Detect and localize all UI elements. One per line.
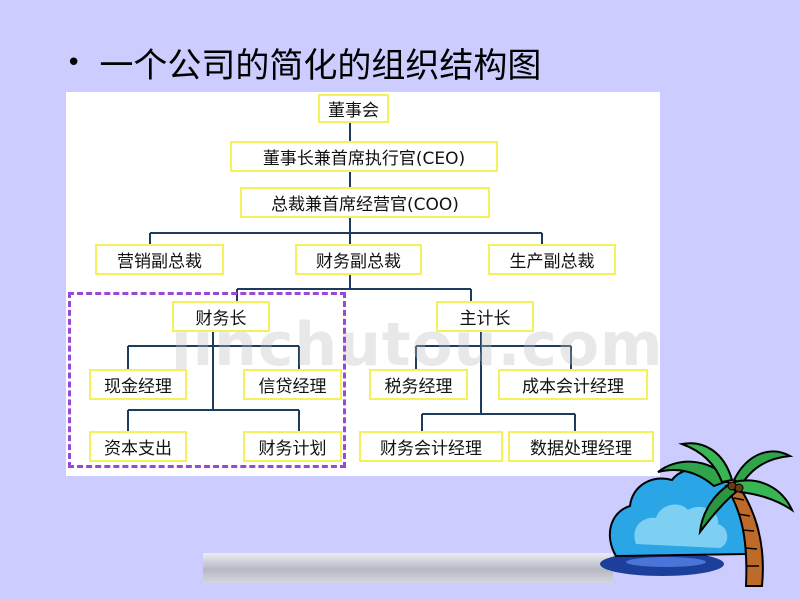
node-ceo: 董事长兼首席执行官(CEO) [230, 141, 498, 172]
slide-title: • 一个公司的简化的组织结构图 [66, 38, 541, 87]
node-coo: 总裁兼首席经营官(COO) [240, 187, 490, 218]
node-financial-planning: 财务计划 [243, 431, 342, 462]
treasurer-group-outline [68, 292, 346, 468]
node-controller: 主计长 [436, 301, 534, 332]
node-cost-accounting-manager: 成本会计经理 [498, 369, 648, 400]
node-vp-marketing: 营销副总裁 [95, 244, 224, 275]
org-chart-connectors [127, 123, 576, 431]
node-credit-manager: 信贷经理 [243, 369, 342, 400]
bullet-point: • [66, 47, 82, 78]
node-financial-accounting-manager: 财务会计经理 [359, 431, 503, 462]
node-data-processing-manager: 数据处理经理 [508, 431, 654, 462]
footer-bar [203, 553, 613, 583]
node-treasurer: 财务长 [172, 301, 270, 332]
node-vp-production: 生产副总裁 [488, 244, 616, 275]
node-capital-expenditure: 资本支出 [89, 431, 187, 462]
slide-title-text: 一个公司的简化的组织结构图 [99, 46, 542, 86]
node-board: 董事会 [318, 94, 389, 123]
node-cash-manager: 现金经理 [89, 369, 187, 400]
node-tax-manager: 税务经理 [369, 369, 468, 400]
org-chart-panel: jinchutou.com 董事会 董事长兼首席执行官(CEO) 总裁兼首席经营… [66, 92, 663, 476]
palm-island-clipart [600, 442, 795, 587]
node-vp-finance: 财务副总裁 [295, 244, 422, 275]
